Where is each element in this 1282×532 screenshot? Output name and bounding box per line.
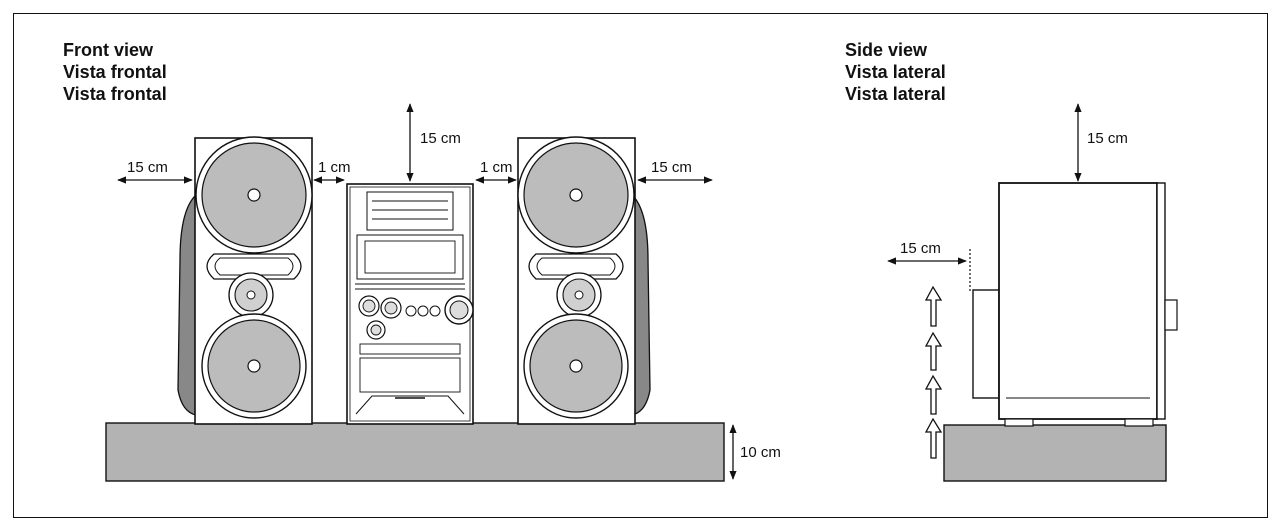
right-gap-label: 1 cm bbox=[480, 159, 513, 176]
front-view-heading-es: Vista frontal bbox=[63, 62, 167, 82]
left-speaker bbox=[177, 136, 313, 425]
front-view-heading-en: Front view bbox=[63, 40, 154, 60]
right-speaker bbox=[517, 136, 651, 425]
left-clearance-label: 15 cm bbox=[127, 159, 168, 176]
airflow-arrow-icon bbox=[924, 285, 943, 327]
center-unit bbox=[346, 183, 474, 425]
airflow-arrows bbox=[924, 285, 943, 459]
side-view-heading-pt: Vista lateral bbox=[845, 84, 946, 104]
shelf-height-label: 10 cm bbox=[740, 444, 781, 461]
airflow-arrow-icon bbox=[924, 417, 943, 459]
top-clearance-label: 15 cm bbox=[420, 130, 461, 147]
front-view-heading: Front view Vista frontal Vista frontal bbox=[63, 39, 167, 105]
shelf-side bbox=[943, 424, 1167, 482]
airflow-arrow-icon bbox=[924, 331, 943, 371]
right-clearance-label: 15 cm bbox=[651, 159, 692, 176]
airflow-arrow-icon bbox=[924, 374, 943, 415]
left-gap-label: 1 cm bbox=[318, 159, 351, 176]
side-view-heading-en: Side view bbox=[845, 40, 928, 60]
side-view-heading: Side view Vista lateral Vista lateral bbox=[845, 39, 946, 105]
side-view-heading-es: Vista lateral bbox=[845, 62, 946, 82]
shelf-front bbox=[105, 422, 725, 482]
side-unit bbox=[972, 182, 1178, 427]
side-rear-clearance-label: 15 cm bbox=[900, 240, 941, 257]
side-top-clearance-label: 15 cm bbox=[1087, 130, 1128, 147]
figure-frame bbox=[13, 13, 1268, 518]
front-view-heading-pt: Vista frontal bbox=[63, 84, 167, 104]
